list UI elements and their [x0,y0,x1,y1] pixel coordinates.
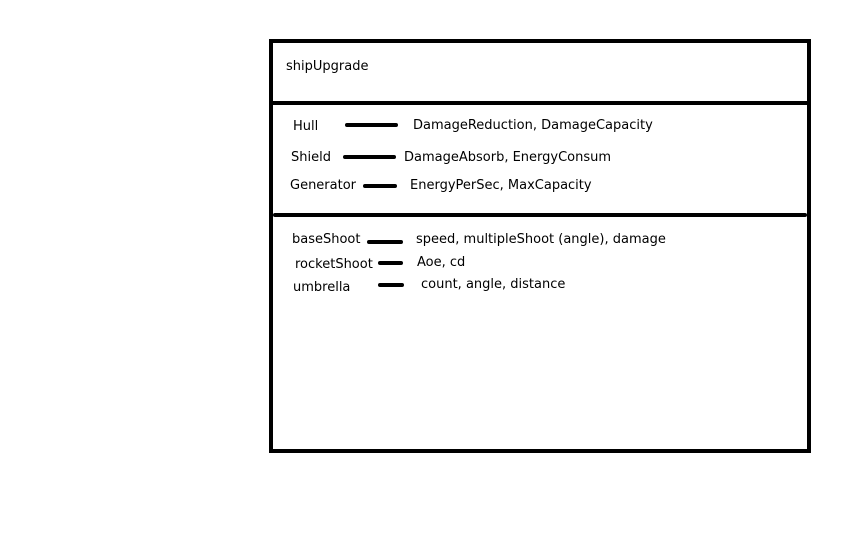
row-label-shield: Shield [291,150,331,165]
class-title: shipUpgrade [286,59,369,74]
row-properties-generator: EnergyPerSec, MaxCapacity [410,178,592,193]
connector-line [378,261,403,265]
ship-upgrade-class-box: shipUpgrade Hull DamageReduction, Damage… [269,39,811,453]
connector-line [345,123,398,127]
connector-line [363,184,397,188]
connector-line [378,283,404,287]
row-label-umbrella: umbrella [293,280,351,295]
row-properties-rocketshoot: Aoe, cd [417,255,466,270]
row-properties-umbrella: count, angle, distance [421,277,566,292]
row-properties-shield: DamageAbsorb, EnergyConsum [404,150,612,165]
row-label-generator: Generator [290,178,357,193]
connector-line [343,155,396,159]
row-label-rocketshoot: rocketShoot [295,257,373,272]
row-properties-hull: DamageReduction, DamageCapacity [413,118,653,133]
title-divider [273,101,807,105]
row-label-baseshoot: baseShoot [292,232,361,247]
connector-line [367,240,403,244]
row-properties-baseshoot: speed, multipleShoot (angle), damage [416,232,666,247]
row-label-hull: Hull [293,119,319,134]
section-divider [273,213,807,217]
